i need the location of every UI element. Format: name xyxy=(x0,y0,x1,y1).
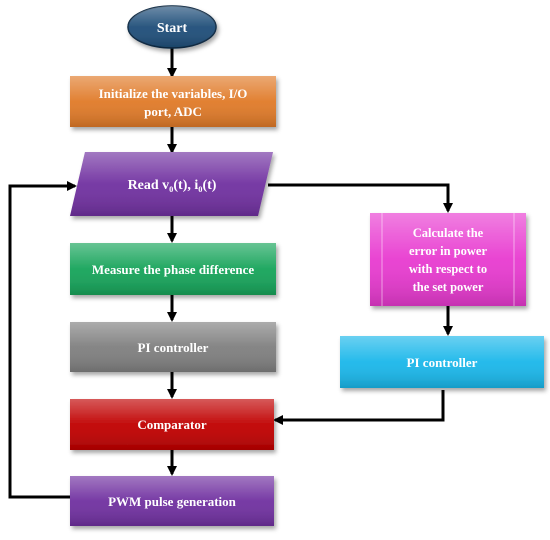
pi-right-node xyxy=(340,336,544,388)
arrow-pi-right-to-comparator xyxy=(273,390,445,425)
read-label: Read v₀(t), i₀(t) xyxy=(128,178,217,193)
pi-left-node xyxy=(70,322,276,372)
calc-node xyxy=(370,213,526,306)
start-label: Start xyxy=(157,21,188,36)
connectors xyxy=(8,48,453,499)
read-node xyxy=(70,152,273,216)
init-label-line2: port, ADC xyxy=(144,104,202,119)
pwm-label: PWM pulse generation xyxy=(108,494,237,509)
measure-node xyxy=(70,243,276,295)
comparator-label: Comparator xyxy=(137,417,207,432)
arrow-feedback-loop xyxy=(8,181,77,499)
init-label-line1: Initialize the variables, I/O xyxy=(99,86,248,101)
calc-label-line2: error in power xyxy=(409,244,487,258)
init-node xyxy=(70,76,276,127)
pi-right-label: PI controller xyxy=(407,355,478,370)
calc-label-line3: with respect to xyxy=(409,262,487,276)
pi-left-label: PI controller xyxy=(138,340,209,355)
calc-label-line4: the set power xyxy=(413,280,484,294)
comparator-node xyxy=(70,399,274,450)
measure-label: Measure the phase difference xyxy=(92,262,255,277)
arrow-read-to-calc xyxy=(268,183,453,213)
start-node xyxy=(127,5,217,49)
pwm-node xyxy=(70,476,274,526)
calc-label-line1: Calculate the xyxy=(413,226,484,240)
